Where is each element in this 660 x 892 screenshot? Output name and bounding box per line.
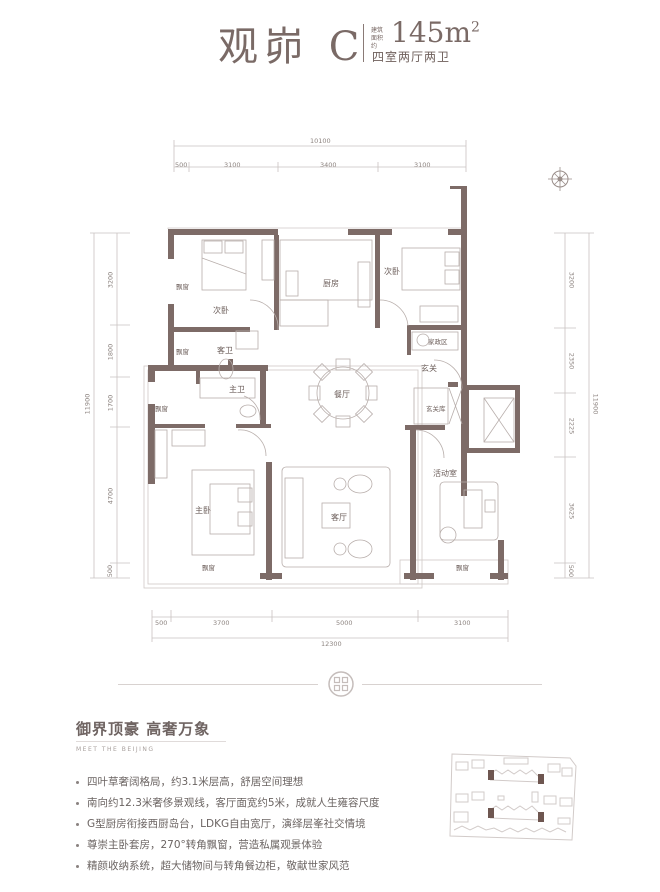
site-plan-icon	[449, 753, 577, 841]
dim-right-3: 2225	[567, 417, 576, 435]
feature-item: 南向约12.3米奢侈景观线，客厅面宽约5米，成就人生雍容尺度	[76, 793, 380, 814]
room-bay-window-1: 飘窗	[176, 283, 189, 291]
feature-item: 四叶草奢阔格局，约3.1米层高，舒居空间理想	[76, 772, 380, 793]
feature-item: G型厨房衔接西厨岛台，LDKG自由宽厅，演绎层峯社交情境	[76, 814, 380, 835]
dim-right-1: 3200	[567, 271, 576, 289]
room-bay-window-bottom-right: 飘窗	[456, 564, 469, 572]
room-secondary-bedroom-1: 次卧	[213, 306, 229, 315]
plan-title: 观峁 C	[218, 24, 366, 70]
room-activity: 活动室	[433, 469, 457, 478]
layout-label: 四室两厅两卫	[372, 50, 451, 64]
feature-text: 精颜收纳系统，超大储物间与转角餐边柜，敬献世家风范	[87, 860, 350, 872]
dim-bottom-2: 3700	[213, 619, 230, 627]
area-label-line1: 建筑	[371, 27, 384, 34]
dim-left-1: 3200	[106, 271, 115, 289]
emblem-icon	[328, 671, 354, 697]
bullet-icon	[76, 801, 79, 805]
dim-bottom-total: 12300	[321, 640, 342, 648]
feature-text: 南向约12.3米奢侈景观线，客厅面宽约5米，成就人生雍容尺度	[87, 797, 380, 809]
dim-top-3: 3400	[320, 161, 337, 169]
dim-left-3: 1700	[106, 394, 115, 412]
room-master-bedroom: 主卧	[195, 506, 211, 515]
slogan-subtitle: MEET THE BEIJING	[76, 746, 155, 753]
feature-text: 四叶草奢阔格局，约3.1米层高，舒居空间理想	[87, 776, 304, 788]
room-secondary-bedroom-2: 次卧	[384, 267, 400, 276]
room-foyer: 玄关	[421, 364, 437, 373]
feature-item: 精颜收纳系统，超大储物间与转角餐边柜，敬献世家风范	[76, 856, 380, 877]
feature-item: 尊崇主卧套房，270°转角飘窗，营造私属观景体验	[76, 835, 380, 856]
dim-top-2: 3100	[224, 161, 241, 169]
area-label: 建筑 面积约	[371, 27, 387, 51]
room-living: 客厅	[331, 513, 347, 522]
room-dining: 餐厅	[334, 390, 350, 399]
room-foyer-storage: 玄关库	[426, 405, 446, 413]
room-utility: 家政区	[428, 338, 448, 346]
dim-right-total: 11900	[591, 393, 600, 415]
room-master-bath: 主卫	[229, 385, 245, 394]
slogan-title: 御界顶豪 高奢万象	[76, 720, 211, 738]
dim-bottom-1: 500	[155, 619, 168, 627]
feature-list: 四叶草奢阔格局，约3.1米层高，舒居空间理想 南向约12.3米奢侈景观线，客厅面…	[76, 772, 380, 877]
feature-text: 尊崇主卧套房，270°转角飘窗，营造私属观景体验	[87, 839, 323, 851]
compass-icon	[548, 167, 572, 191]
dim-bottom-3: 5000	[336, 619, 353, 627]
area-value: 145m2	[391, 16, 480, 49]
dim-top-4: 3100	[414, 161, 431, 169]
room-guest-bath: 客卫	[217, 346, 233, 355]
dim-bottom-4: 3100	[454, 619, 471, 627]
dim-top-total: 10100	[310, 137, 331, 145]
divider-right	[362, 684, 542, 685]
bullet-icon	[76, 780, 79, 784]
feature-text: G型厨房衔接西厨岛台，LDKG自由宽厅，演绎层峯社交情境	[87, 818, 366, 830]
room-bay-window-3: 飘窗	[155, 405, 168, 413]
dim-top-1: 500	[175, 161, 188, 169]
slogan-rule	[76, 741, 226, 742]
divider-left	[118, 684, 318, 685]
dim-right-5: 500	[567, 564, 576, 578]
dim-left-4: 4700	[106, 487, 115, 505]
bullet-icon	[76, 864, 79, 868]
dim-left-5: 500	[106, 564, 115, 578]
floor-plan	[90, 140, 594, 642]
title-divider	[363, 24, 364, 62]
dim-left-2: 1800	[106, 343, 115, 361]
area-number: 145m	[391, 16, 471, 49]
bullet-icon	[76, 822, 79, 826]
area-label-line2: 面积约	[371, 35, 384, 50]
room-bay-window-bottom-left: 飘窗	[202, 564, 215, 572]
dim-right-2: 2350	[567, 352, 576, 370]
area-unit: 2	[471, 19, 480, 36]
dim-left-total: 11900	[83, 393, 92, 415]
room-bay-window-2: 飘窗	[176, 348, 189, 356]
dim-right-4: 3625	[567, 502, 576, 520]
bullet-icon	[76, 843, 79, 847]
room-kitchen: 厨房	[323, 279, 339, 288]
